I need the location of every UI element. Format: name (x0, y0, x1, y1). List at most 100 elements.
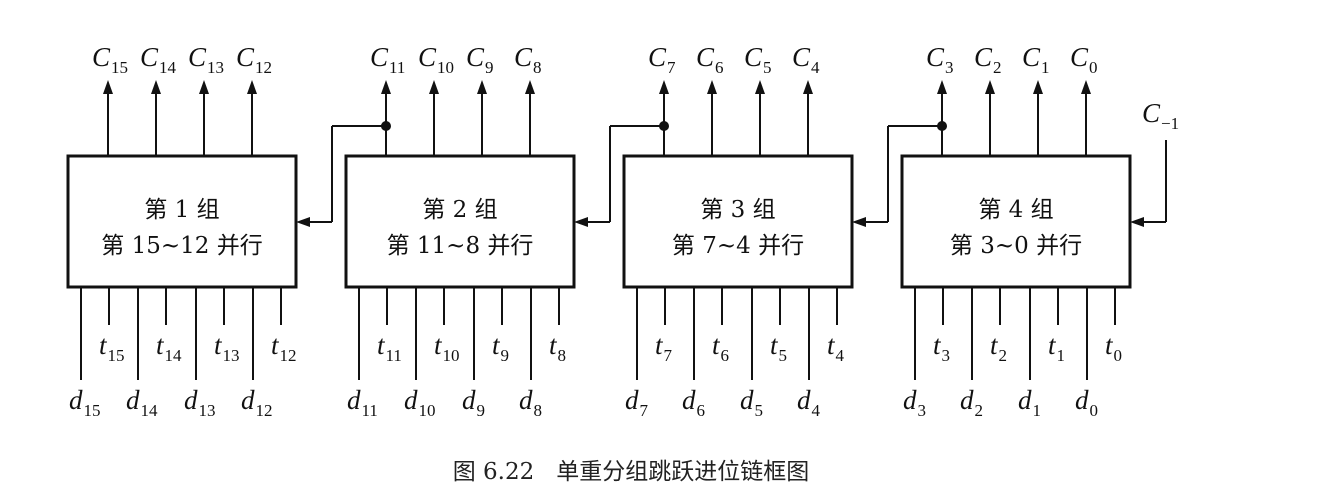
group-1-t-label-3-letter: t (271, 330, 279, 360)
group-1-t-label-2-subscript: 13 (222, 346, 240, 365)
group-4-carry-label-1: C2 (974, 44, 1002, 77)
group-1-carry-label-0: C15 (92, 42, 128, 77)
group-3-d-label-2: d5 (740, 387, 763, 420)
group-4-carry-label-2-subscript: 1 (1041, 58, 1050, 77)
group-3-carry-label-2: C5 (744, 44, 772, 77)
group-2-carry-arrow-0 (381, 80, 391, 94)
group-3-t-label-0-letter: t (655, 330, 663, 360)
group-4-t-label-2-subscript: 1 (1056, 346, 1066, 365)
group-4-t-label-1-subscript: 2 (998, 346, 1008, 365)
group-3-t-label-1: t6 (712, 330, 729, 365)
group-4-carry-arrow-0 (937, 80, 947, 94)
group-1-carry-arrow-0 (103, 80, 113, 94)
group-1-carry-label-0-letter: C (92, 42, 111, 72)
group-2-d-label-2-letter: d (462, 385, 476, 415)
group-2-carry-label-0-subscript: 11 (389, 58, 406, 77)
group-4-d-label-2: d1 (1018, 385, 1041, 420)
caption-title: 单重分组跳跃进位链框图 (556, 459, 810, 485)
group-4-d-label-2-letter: d (1018, 385, 1032, 415)
group-1-d-label-3: d12 (241, 385, 273, 420)
group-2-d-label-2-subscript: 9 (476, 401, 486, 420)
group-1-t-label-1-letter: t (156, 330, 164, 360)
carry-in-label-letter: C (1142, 98, 1161, 128)
group-3-carry-arrow-1 (707, 80, 717, 94)
group-1-t-label-0: t15 (99, 332, 125, 365)
group-2-t-label-1-letter: t (434, 330, 442, 360)
group-4-d-label-0-subscript: 3 (917, 401, 927, 420)
group-4-carry-label-2-letter: C (1022, 42, 1041, 72)
group-2-carry-arrow-3 (525, 80, 535, 94)
group-2-d-label-3-subscript: 8 (533, 401, 543, 420)
group-1-d-label-0-letter: d (69, 385, 83, 415)
group-2-carry-label-3-subscript: 8 (533, 58, 542, 77)
group-2-carry-label-2-letter: C (466, 42, 485, 72)
group-2-range: 第 11~8 并行 (386, 233, 534, 259)
group-3-carry-label-1-subscript: 6 (715, 58, 724, 77)
group-3-d-label-1: d6 (682, 385, 705, 420)
group-2-t-label-3: t8 (549, 330, 566, 365)
group-2-d-label-1: d10 (404, 387, 436, 420)
group-4-d-label-3: d0 (1075, 385, 1098, 420)
group-2-link-arrow (296, 217, 310, 227)
group-1-d-label-3-subscript: 12 (255, 401, 273, 420)
group-3-d-label-2-subscript: 5 (754, 401, 764, 420)
group-3-carry-label-3: C4 (792, 44, 820, 77)
group-3-link-arrow (574, 217, 588, 227)
group-1-d-label-2: d13 (184, 387, 216, 420)
group-3-carry-label-0-subscript: 7 (667, 58, 676, 77)
group-2-t-label-3-letter: t (549, 330, 557, 360)
group-3-range: 第 7~4 并行 (671, 233, 805, 259)
group-4-carry-label-0-letter: C (926, 42, 945, 72)
group-4-carry-label-3: C0 (1070, 44, 1098, 77)
group-2-d-label-1-subscript: 10 (418, 401, 436, 420)
group-4-box (900, 154, 1132, 289)
group-2-d-label-2: d9 (462, 385, 485, 420)
group-3-d-label-0: d7 (625, 385, 648, 420)
group-1-d-label-1-subscript: 14 (140, 401, 158, 420)
carry-in-label: C−1 (1142, 98, 1179, 133)
group-3-t-label-1-letter: t (712, 330, 720, 360)
group-2-d-label-3-letter: d (519, 385, 533, 415)
group-2-box (344, 154, 576, 289)
group-2-title: 第 2 组 (422, 197, 498, 223)
carry-in-label-subscript: −1 (1161, 114, 1180, 133)
group-3-carry-arrow-0 (659, 80, 669, 94)
group-2-d-label-3: d8 (519, 385, 542, 420)
group-3-box (622, 154, 854, 289)
group-4-carry-arrow-2 (1033, 80, 1043, 94)
group-2-carry-label-3: C8 (514, 44, 542, 77)
group-3-title: 第 3 组 (700, 197, 776, 223)
group-4-carry-label-2: C1 (1022, 42, 1050, 77)
carry-in-arrow (1130, 217, 1144, 227)
group-3-t-label-3: t4 (827, 330, 844, 365)
group-1-carry-label-0-subscript: 15 (111, 58, 129, 77)
group-1-d-label-1: d14 (126, 385, 158, 420)
group-4-d-label-1-letter: d (960, 385, 974, 415)
group-2-carry-label-1-subscript: 10 (437, 58, 455, 77)
group-2-carry-label-1: C10 (418, 44, 454, 77)
group-2-t-label-2-subscript: 9 (500, 346, 510, 365)
group-1-title: 第 1 组 (144, 197, 220, 223)
group-4-d-label-0-letter: d (903, 385, 917, 415)
group-4-t-label-2: t1 (1048, 330, 1065, 365)
group-2-carry-label-2-subscript: 9 (485, 58, 494, 77)
group-3-carry-label-2-subscript: 5 (763, 58, 772, 77)
group-4-carry-label-1-subscript: 2 (993, 58, 1002, 77)
group-4-d-label-3-letter: d (1075, 385, 1089, 415)
group-4-range: 第 3~0 并行 (949, 233, 1083, 259)
group-3-d-label-1-subscript: 6 (696, 401, 706, 420)
group-2-t-label-0-subscript: 11 (385, 346, 402, 365)
group-3-t-label-2-letter: t (770, 330, 778, 360)
group-3-d-label-1-letter: d (682, 385, 696, 415)
group-3-d-label-0-letter: d (625, 385, 639, 415)
group-1-t-label-0-subscript: 15 (107, 346, 125, 365)
group-1-d-label-3-letter: d (241, 385, 255, 415)
group-1-d-label-0-subscript: 15 (83, 401, 101, 420)
group-1-box (66, 154, 298, 289)
group-4-t-label-2-letter: t (1048, 330, 1056, 360)
group-3-t-label-3-letter: t (827, 330, 835, 360)
group-1-d-label-1-letter: d (126, 385, 140, 415)
group-3-d-label-3-subscript: 4 (811, 401, 821, 420)
